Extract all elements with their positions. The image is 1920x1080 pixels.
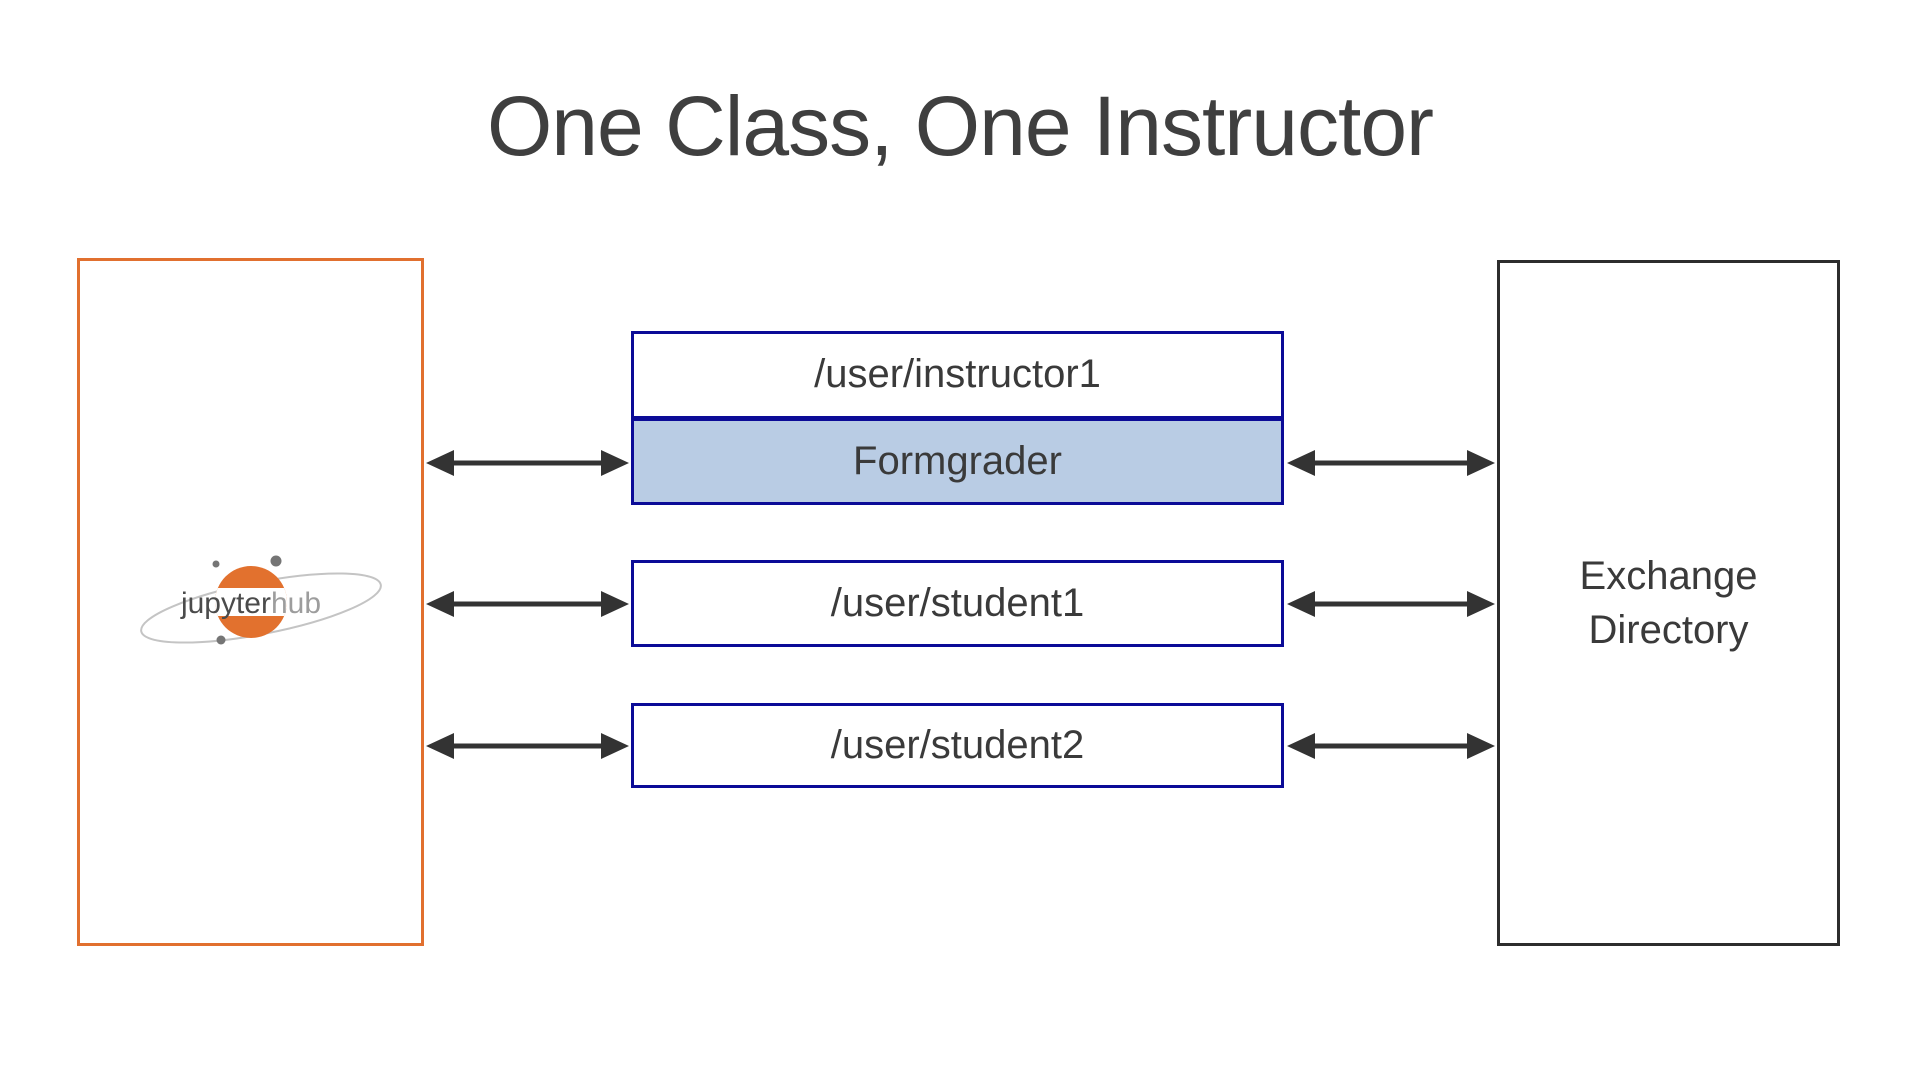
user-server-box-student2: /user/student2 [631,703,1284,788]
logo-dot-icon [270,555,281,567]
jupyterhub-logo: jupyterhub [139,555,382,645]
arrow-hub-student2 [426,733,629,759]
jupyterhub-box: jupyterhub [77,258,424,946]
arrow-student1-exchange [1287,591,1495,617]
exchange-label-line2: Directory [1588,608,1749,652]
arrow-hub-formgrader [426,450,629,476]
arrow-hub-student1 [426,591,629,617]
logo-dot-icon [216,635,225,645]
user-server-box-student1: /user/student1 [631,560,1284,647]
formgrader-row: Formgrader [634,415,1281,502]
logo-dot-icon [212,560,219,568]
page-title: One Class, One Instructor [486,79,1434,173]
arrow-formgrader-exchange [1287,450,1495,476]
server-path-label: /user/student2 [830,723,1085,767]
exchange-directory-box: Exchange Directory [1497,260,1840,946]
server-path-label: /user/instructor1 [814,352,1101,397]
arrow-student2-exchange [1287,733,1495,759]
logo-wordmark: jupyterhub [179,587,320,620]
logo-band [214,588,287,616]
user-server-box-instructor1: /user/instructor1 Formgrader [631,331,1284,505]
logo-text-jupyter: jupyter [179,587,270,620]
logo-text-hub: hub [270,587,320,620]
server-path-row: /user/instructor1 [634,334,1281,416]
exchange-label-line1: Exchange [1579,554,1758,598]
formgrader-label: Formgrader [853,438,1062,483]
server-path-label: /user/student1 [830,581,1085,625]
